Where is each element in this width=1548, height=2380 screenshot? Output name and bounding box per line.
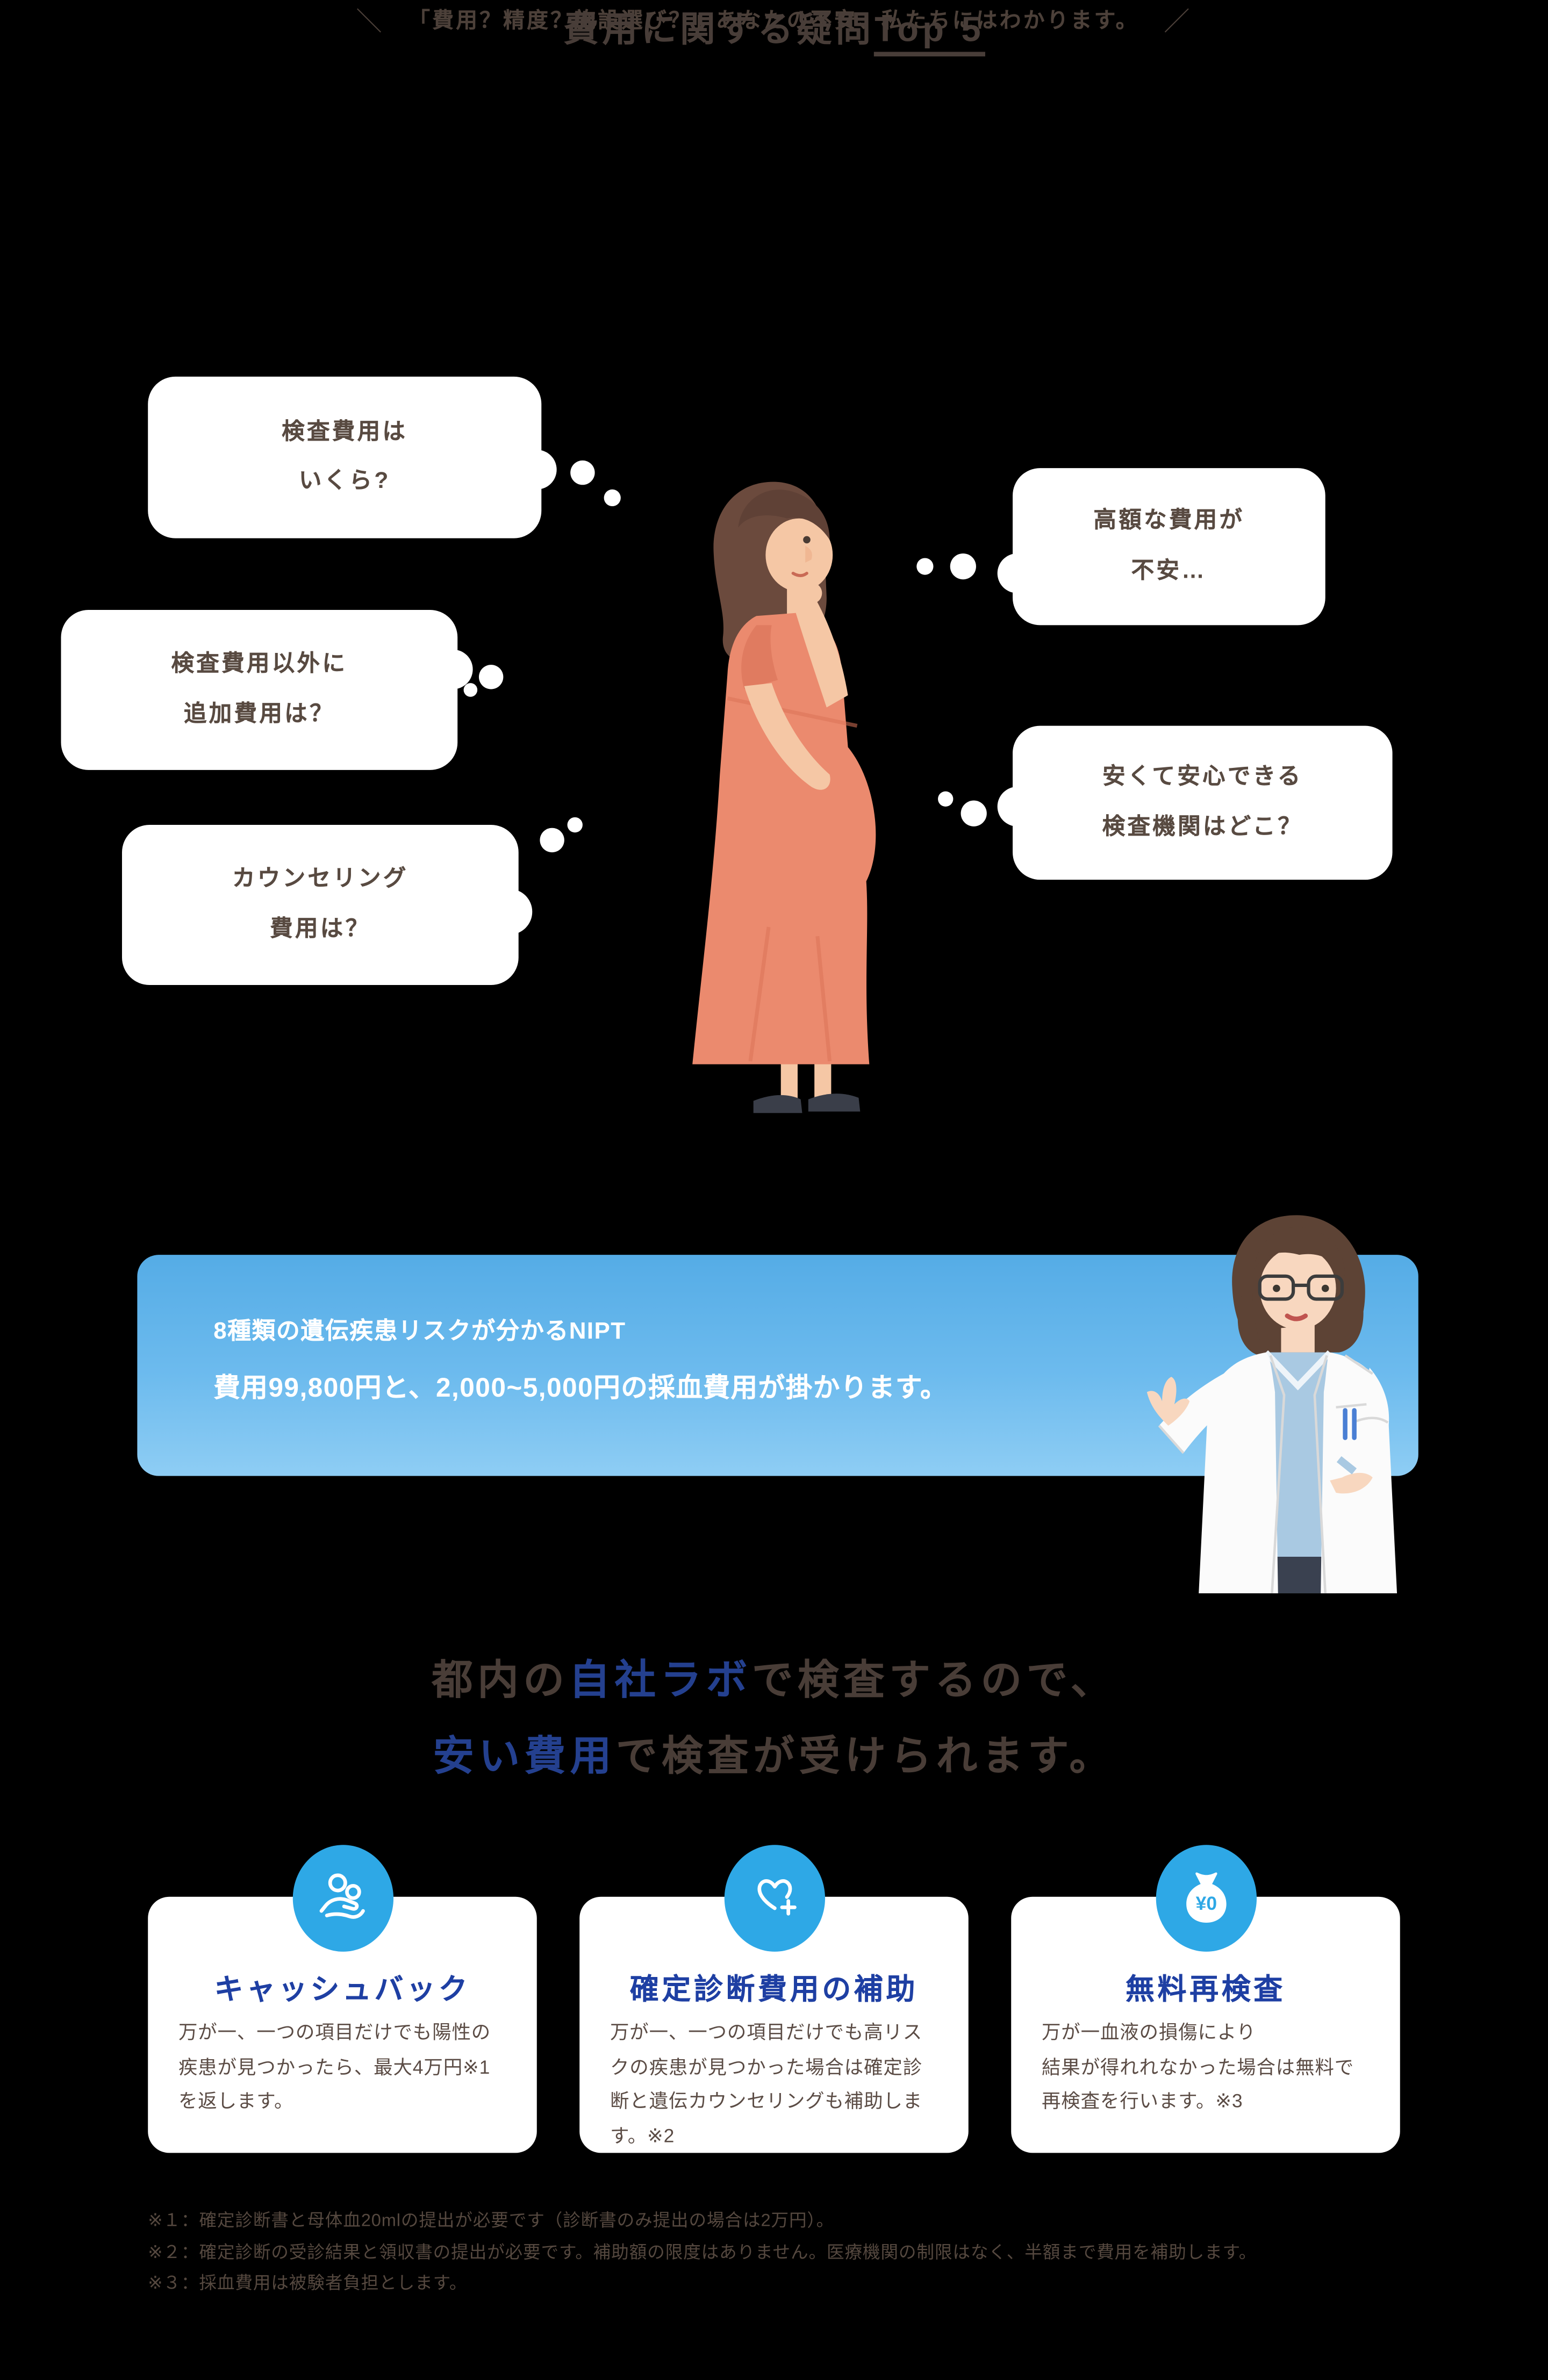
lab-heading: 都内の自社ラボで検査するので、 安い費用で検査が受けられます。 (0, 1644, 1548, 1796)
thought-dot (540, 828, 564, 853)
thought-dot (570, 460, 595, 485)
footnote-3: ※３：採血費用は被験者負担とします。 (148, 2275, 468, 2293)
benefit-card-cashback: キャッシュバック 万が一、一つの項目だけでも陽性の疾患が見つかったら、最大4万円… (148, 1845, 537, 2153)
thought-dot (604, 489, 621, 507)
footnote-2: ※２：確定診断の受診結果と領収書の提出が必要です。補助額の限度はありません。医療… (148, 2244, 1257, 2262)
thought-dot (478, 665, 504, 689)
thought-dot (961, 800, 987, 826)
thought-dot (567, 817, 583, 833)
lab-heading-accent: 安い費用 (433, 1733, 616, 1780)
doctor-illustration (1146, 1215, 1398, 1594)
footnotes: ※１：確定診断書と母体血20mlの提出が必要です（診断書のみ提出の場合は2万円）… (148, 2208, 1257, 2302)
bubble-tail-bump (433, 649, 473, 689)
benefit-card-body-line: 万が一血液の損傷により (1041, 2022, 1256, 2044)
tagline-left-slash-decoration: ＼ (356, 8, 384, 37)
answer-box-line2: 費用99,800円と、2,000~5,000円の採血費用が掛かります。 (213, 1372, 948, 1403)
page-title: 費用に関する疑問Top 5 (0, 0, 1548, 56)
answer-box-line1: 8種類の遺伝疾患リスクが分かるNIPT (213, 1319, 626, 1345)
hand-coins-icon (292, 1845, 393, 1952)
page-title-prefix: 費用に関する疑問 (563, 9, 875, 49)
benefit-card-title: 確定診断費用の補助 (629, 1974, 919, 2007)
lab-heading-text: 都内の (432, 1657, 569, 1703)
svg-text:¥0: ¥0 (1195, 1893, 1216, 1914)
tagline-text: 「費用？精度？施設選び？」あなたの不安、私たちにはわかります。 (408, 6, 1140, 32)
footnote-1: ※１：確定診断書と母体血20mlの提出が必要です（診断書のみ提出の場合は2万円）… (148, 2212, 835, 2231)
bubble-line: 不安… (1131, 557, 1207, 584)
bubble-line: 安くて安心できる (1102, 764, 1303, 790)
thought-bubble-additional-fees: 検査費用以外に 追加費用は？ (61, 609, 473, 770)
thought-dot (916, 558, 934, 575)
benefit-card-body: 万が一血液の損傷により結果が得れれなかった場合は無料で再検査を行います。※3 (1042, 2016, 1370, 2119)
lab-heading-line2: 安い費用で検査が受けられます。 (433, 1734, 1115, 1779)
thought-bubble-expensive: 高額な費用が 不安… (997, 468, 1325, 625)
lab-heading-line1: 都内の自社ラボで検査するので、 (432, 1657, 1116, 1703)
thought-bubble-cost: 検査費用は いくら? (148, 376, 557, 538)
bubble-line: 検査費用以外に (171, 651, 348, 678)
thought-bubble-counseling: カウンセリング 費用は？ (121, 825, 533, 985)
pregnant-woman-illustration (692, 481, 876, 1113)
bubble-line: 費用は？ (270, 915, 371, 942)
benefit-card-body-line: 結果が得れれなかった場合は無料で再検査を行います。※3 (1041, 2056, 1354, 2112)
bubble-line: 検査費用は (282, 419, 408, 445)
tagline-right-slash-decoration: ／ (1164, 8, 1192, 37)
bubble-line: 検査機関はどこ？ (1102, 813, 1303, 839)
benefit-card-title: キャッシュバック (214, 1974, 471, 2007)
lab-heading-text: で検査するので、 (751, 1657, 1116, 1703)
thought-dot (950, 553, 976, 580)
bubble-line: 高額な費用が (1093, 508, 1245, 534)
page-title-highlight: Top 5 (875, 9, 985, 56)
bubble-tail-bump (997, 553, 1037, 593)
benefit-card-free-retest: ¥0 無料再検査 万が一血液の損傷により結果が得れれなかった場合は無料で再検査を… (1011, 1845, 1400, 2153)
bubble-tail-bump (486, 889, 533, 935)
bubble-tail-bump (997, 787, 1037, 826)
benefit-card-diagnosis-subsidy: 確定診断費用の補助 万が一、一つの項目だけでも高リスクの疾患が見つかった場合は確… (579, 1845, 969, 2153)
bubble-line: 追加費用は？ (183, 700, 335, 727)
benefit-card-body: 万が一、一つの項目だけでも高リスクの疾患が見つかった場合は確定診断と遺伝カウンセ… (610, 2022, 923, 2146)
thought-dot (463, 683, 478, 697)
benefit-card-title: 無料再検査 (1125, 1974, 1286, 2007)
lab-heading-accent: 自社ラボ (569, 1657, 752, 1703)
tagline: ＼ 「費用？精度？施設選び？」あなたの不安、私たちにはわかります。 ／ (0, 0, 1548, 38)
money-bag-icon: ¥0 (1155, 1845, 1256, 1952)
bubble-line: いくら? (298, 468, 391, 494)
thought-bubble-cheap-safe: 安くて安心できる 検査機関はどこ？ (997, 725, 1393, 880)
heart-plus-icon (723, 1845, 825, 1952)
lab-heading-text: で検査が受けられます。 (615, 1733, 1115, 1780)
bubble-tail-bump (517, 450, 557, 490)
thought-dot (938, 791, 954, 807)
answer-box: 8種類の遺伝疾患リスクが分かるNIPT 費用99,800円と、2,000~5,0… (137, 1255, 1418, 1476)
bubble-line: カウンセリング (232, 866, 408, 893)
benefit-card-body: 万が一、一つの項目だけでも陽性の疾患が見つかったら、最大4万円※1を返します。 (178, 2022, 491, 2112)
